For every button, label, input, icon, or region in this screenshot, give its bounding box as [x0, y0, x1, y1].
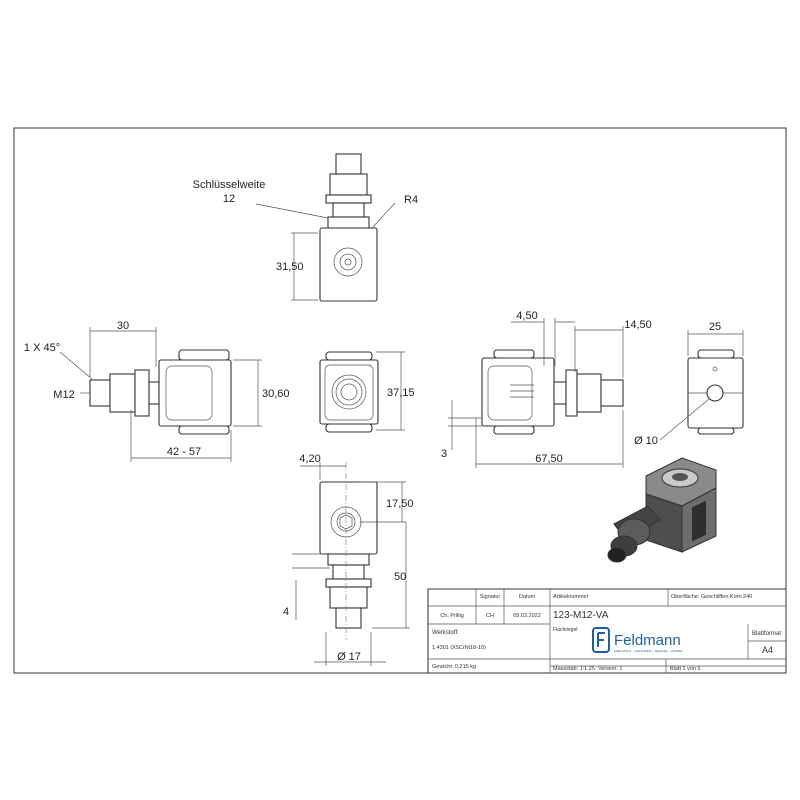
thread-label: M12: [53, 389, 74, 401]
right-length-bottom-label: 67,50: [535, 453, 563, 465]
tb-sheet: Blatt 1 von 5: [670, 666, 701, 672]
right-length-top-label: 14,50: [624, 319, 652, 331]
front-view: [319, 351, 405, 433]
title-block: [427, 588, 787, 674]
bottom-small-label: 4: [283, 606, 289, 618]
tb-format-value: A4: [762, 645, 773, 655]
feldmann-logo: [592, 627, 610, 653]
top-height-label: 31,50: [276, 261, 304, 273]
logo-text: Feldmann: [614, 632, 681, 649]
left-height-label: 30,60: [262, 388, 290, 400]
tb-signature: CH: [486, 613, 494, 619]
radius-label: R4: [404, 194, 418, 206]
tb-drawn-by: Ch. Prillig: [440, 613, 464, 619]
bottom-diameter-label: Ø 17: [337, 651, 361, 663]
left-view: [59, 327, 262, 462]
tb-scale: Massstab: 1:1,25: [553, 666, 595, 672]
tb-description: Flachriegel: [553, 627, 577, 633]
right-view: [448, 318, 624, 468]
left-length-bottom-label: 42 - 57: [167, 446, 201, 458]
drawing-border: [13, 127, 787, 674]
logo-subtitle: EDELSTAHL – GELÄNDER – TECHNIK – HANDEL: [614, 649, 683, 653]
side-view: [659, 330, 744, 441]
tb-format-label: Blattformat: [752, 631, 781, 637]
left-length-top-label: 30: [117, 320, 129, 332]
tb-header-article: Artikelnummer: [553, 594, 589, 600]
tb-material-label: Werkstoff:: [432, 630, 459, 636]
chamfer-label: 1 X 45°: [24, 342, 60, 354]
bottom-length-label: 50: [394, 571, 406, 583]
wrench-size-value: 12: [223, 193, 235, 205]
bottom-offset-label: 4,20: [299, 453, 320, 465]
right-offset-left-label: 3: [441, 448, 447, 460]
tb-header-signature: Signatur: [480, 594, 501, 600]
side-width-label: 25: [709, 321, 721, 333]
tb-weight: Gewicht: 0,215 kg: [432, 664, 476, 670]
tb-header-surface: Oberfläche: Geschliffen Korn 240: [671, 594, 752, 600]
wrench-size-label: Schlüsselweite: [193, 179, 266, 191]
top-view: [255, 153, 396, 302]
bottom-view: [292, 462, 410, 666]
tb-header-date: Datum: [519, 594, 536, 600]
tb-date: 09.03.2022: [513, 613, 541, 619]
front-height-label: 37,15: [387, 387, 415, 399]
right-offset-top-label: 4,50: [516, 310, 537, 322]
bottom-depth-label: 17,50: [386, 498, 414, 510]
isometric-render: [607, 457, 717, 563]
side-hole-label: Ø 10: [634, 435, 658, 447]
tb-article-number: 123-M12-VA: [553, 610, 609, 621]
tb-version: Version: 1: [598, 666, 622, 672]
tb-material-value: 1.4301 (X5CrNi18-10): [432, 645, 486, 651]
